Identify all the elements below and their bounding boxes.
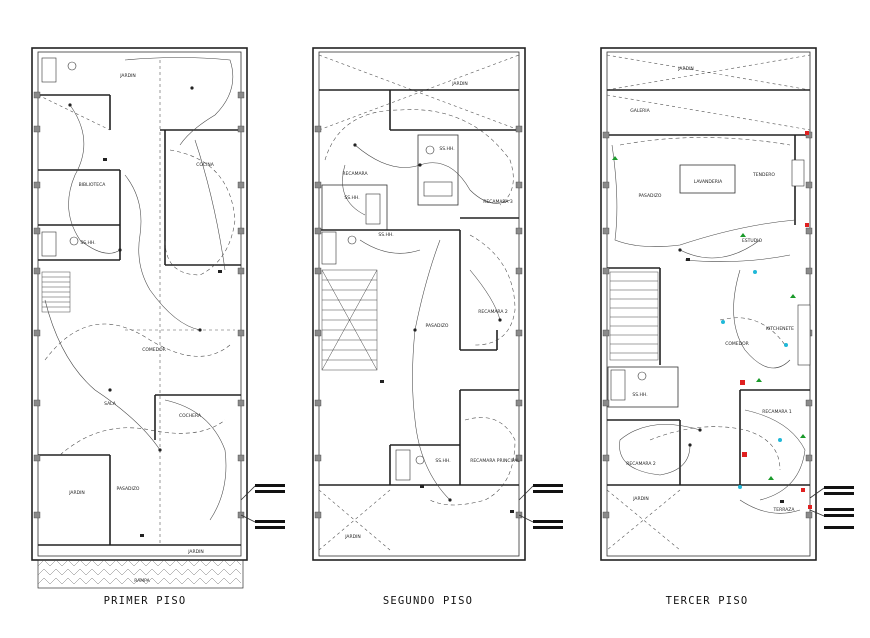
circuits-primer bbox=[44, 57, 236, 521]
toilet-fixture bbox=[415, 455, 425, 465]
room-comedor: COMEDOR bbox=[725, 341, 749, 347]
panel-legend-segundo bbox=[518, 484, 563, 529]
room-rampa: RAMPA bbox=[134, 578, 150, 584]
washer-fixture bbox=[791, 159, 805, 187]
room-sshh: SS.HH. bbox=[632, 392, 647, 398]
floor-title-tercer-piso: TERCER PISO bbox=[666, 595, 749, 607]
toilet-fixture bbox=[425, 145, 435, 155]
room-lavanderia: LAVANDERIA bbox=[694, 179, 723, 185]
stair-primer bbox=[41, 271, 71, 313]
room-pasadizo: PASADIZO bbox=[639, 193, 662, 199]
room-pasadizo: PASADIZO bbox=[426, 323, 449, 329]
room-galeria: GALERIA bbox=[630, 108, 650, 114]
room-recamara-b: RECAMARA 3 bbox=[483, 199, 513, 205]
circuits-tercer bbox=[611, 137, 806, 514]
floor-plan-primer-piso: JARDIN BIBLIOTECA COCINA SS.HH. COMEDOR … bbox=[31, 47, 285, 607]
room-jardin-bottom: JARDIN bbox=[68, 490, 85, 496]
markers-tercer bbox=[612, 131, 812, 509]
room-jardin-top: JARDIN bbox=[119, 73, 136, 79]
bathtub-fixture bbox=[41, 231, 57, 257]
ramp-hatch bbox=[37, 559, 244, 589]
devices-primer bbox=[68, 86, 222, 537]
room-jardin-bottom: JARDIN bbox=[344, 534, 361, 540]
room-recamara-c: RECAMARA 2 bbox=[478, 309, 508, 315]
room-sshh: SS.HH. bbox=[80, 240, 95, 246]
bathtub-fixture bbox=[610, 369, 626, 401]
room-recamara-2: RECAMARA 2 bbox=[626, 461, 656, 467]
toilet-fixture bbox=[69, 236, 79, 246]
floor-plan-tercer-piso: JARDIN GALERIA LAVANDERIA TENDERO PASADI… bbox=[600, 47, 854, 607]
room-jardin-front: JARDIN bbox=[187, 549, 204, 555]
room-biblioteca: BIBLIOTECA bbox=[79, 182, 107, 188]
bathtub-fixture bbox=[423, 181, 453, 197]
kitchenette-counter bbox=[797, 304, 811, 366]
room-estudio: ESTUDIO bbox=[742, 238, 763, 244]
devices-tercer bbox=[678, 248, 784, 503]
room-sala: SALA bbox=[104, 401, 117, 407]
room-sshh-c: SS.HH. bbox=[378, 232, 393, 238]
floor-title-primer-piso: PRIMER PISO bbox=[104, 595, 187, 607]
toilet-fixture bbox=[67, 61, 77, 71]
room-recamara-1: RECAMARA 1 bbox=[762, 409, 792, 415]
room-cochera: COCHERA bbox=[179, 413, 202, 419]
room-cocina: COCINA bbox=[196, 162, 215, 168]
toilet-fixture bbox=[347, 235, 357, 245]
room-tendero: TENDERO bbox=[752, 172, 775, 178]
room-jardin-bottom: JARDIN bbox=[632, 496, 649, 502]
panel-legend-tercer bbox=[809, 486, 854, 529]
room-sshh-b: SS.HH. bbox=[344, 195, 359, 201]
room-jardin-top: JARDIN bbox=[677, 66, 694, 72]
stair-segundo bbox=[321, 269, 378, 371]
room-terraza: TERRAZA bbox=[773, 507, 796, 513]
bathtub-fixture bbox=[321, 231, 337, 265]
floor-plan-segundo-piso: JARDIN SS.HH. RECAMARA SS.HH. RECAMARA 3… bbox=[312, 47, 563, 607]
columns-primer bbox=[33, 91, 245, 519]
toilet-fixture bbox=[637, 371, 647, 381]
columns-tercer bbox=[602, 131, 813, 519]
room-kitchenette: KITCHENETE bbox=[766, 326, 794, 332]
room-jardin-top: JARDIN bbox=[451, 81, 468, 87]
bathtub-fixture bbox=[395, 449, 411, 481]
room-sshh-d: SS.HH. bbox=[435, 458, 450, 464]
circuits-segundo bbox=[324, 109, 516, 506]
room-comedor: COMEDOR bbox=[142, 347, 166, 353]
room-sshh-a: SS.HH. bbox=[439, 146, 454, 152]
bathtub-fixture bbox=[41, 57, 57, 83]
room-pasadizo: PASADIZO bbox=[117, 486, 140, 492]
devices-segundo bbox=[353, 143, 514, 513]
bathtub-fixture bbox=[365, 193, 381, 225]
floor-title-segundo-piso: SEGUNDO PISO bbox=[383, 595, 473, 607]
stair-tercer bbox=[609, 271, 659, 361]
room-recamara-principal: RECAMARA PRINCIPAL bbox=[470, 458, 520, 464]
panel-legend-primer bbox=[240, 484, 285, 529]
room-recamara-a: RECAMARA bbox=[342, 171, 368, 177]
